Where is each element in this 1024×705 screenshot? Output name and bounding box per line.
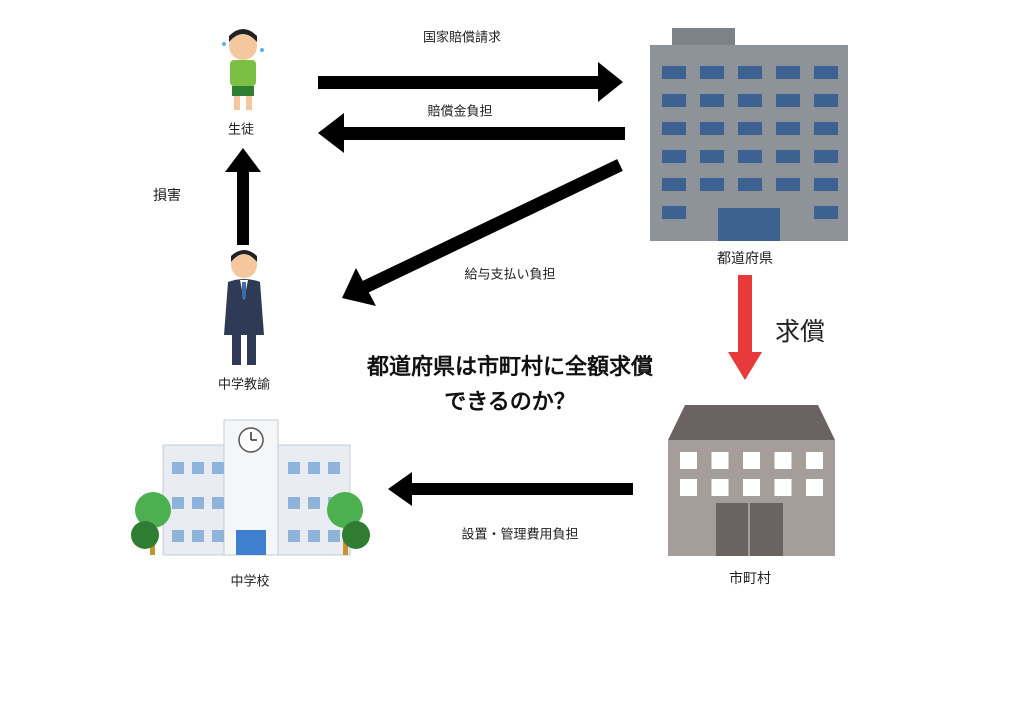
window (680, 479, 697, 496)
window (776, 122, 800, 135)
window (776, 178, 800, 191)
window (662, 150, 686, 163)
claim-label: 国家賠償請求 (422, 30, 502, 46)
tree-right (327, 492, 370, 555)
window (662, 206, 686, 219)
window (806, 479, 823, 496)
tree-left (131, 492, 171, 555)
window (738, 178, 762, 191)
window (776, 66, 800, 79)
window (700, 150, 724, 163)
teacher-label: 中学教諭 (217, 377, 271, 393)
window (806, 452, 823, 469)
student-illustration (222, 29, 264, 110)
window (776, 150, 800, 163)
municipality-building (668, 405, 835, 556)
window (776, 94, 800, 107)
school-building (131, 419, 370, 556)
window (700, 122, 724, 135)
window (743, 452, 760, 469)
arrow-reimbursement-red (728, 275, 762, 380)
window (814, 150, 838, 163)
salary-label: 給与支払い負担 (464, 267, 556, 283)
window (738, 150, 762, 163)
arrow-salary-to-teacher (342, 159, 623, 306)
window (700, 178, 724, 191)
window (814, 206, 838, 219)
question-line-1: 都道府県は市町村に全額求償 (366, 355, 654, 380)
window (662, 122, 686, 135)
school-label: 中学校 (230, 574, 270, 590)
municipality-label: 市町村 (729, 571, 771, 587)
window (711, 479, 729, 496)
window (774, 452, 792, 469)
window (743, 479, 760, 496)
window (662, 178, 686, 191)
window (700, 66, 724, 79)
window (711, 452, 729, 469)
question-line-2: できるのか？ (444, 390, 576, 415)
window (662, 94, 686, 107)
compensation-label: 賠償金負担 (427, 104, 493, 120)
window (814, 66, 838, 79)
arrow-compensation-to-student (318, 113, 625, 153)
prefecture-building (650, 28, 848, 241)
window (814, 94, 838, 107)
facility-cost-label: 設置・管理費用負担 (461, 527, 579, 543)
arrow-facility-cost-to-school (388, 472, 633, 506)
teacher-illustration (224, 250, 264, 365)
window (738, 94, 762, 107)
window (700, 94, 724, 107)
window (680, 452, 697, 469)
window (738, 122, 762, 135)
window (738, 66, 762, 79)
student-label: 生徒 (227, 122, 255, 138)
arrow-claim-to-prefecture (318, 62, 623, 102)
window (814, 122, 838, 135)
arrow-damage-teacher-to-student (225, 148, 261, 245)
reimbursement-label: 求償 (774, 317, 826, 346)
window (774, 479, 792, 496)
prefecture-label: 都道府県 (717, 251, 773, 267)
damage-label: 損害 (153, 188, 181, 204)
window (662, 66, 686, 79)
window (814, 178, 838, 191)
